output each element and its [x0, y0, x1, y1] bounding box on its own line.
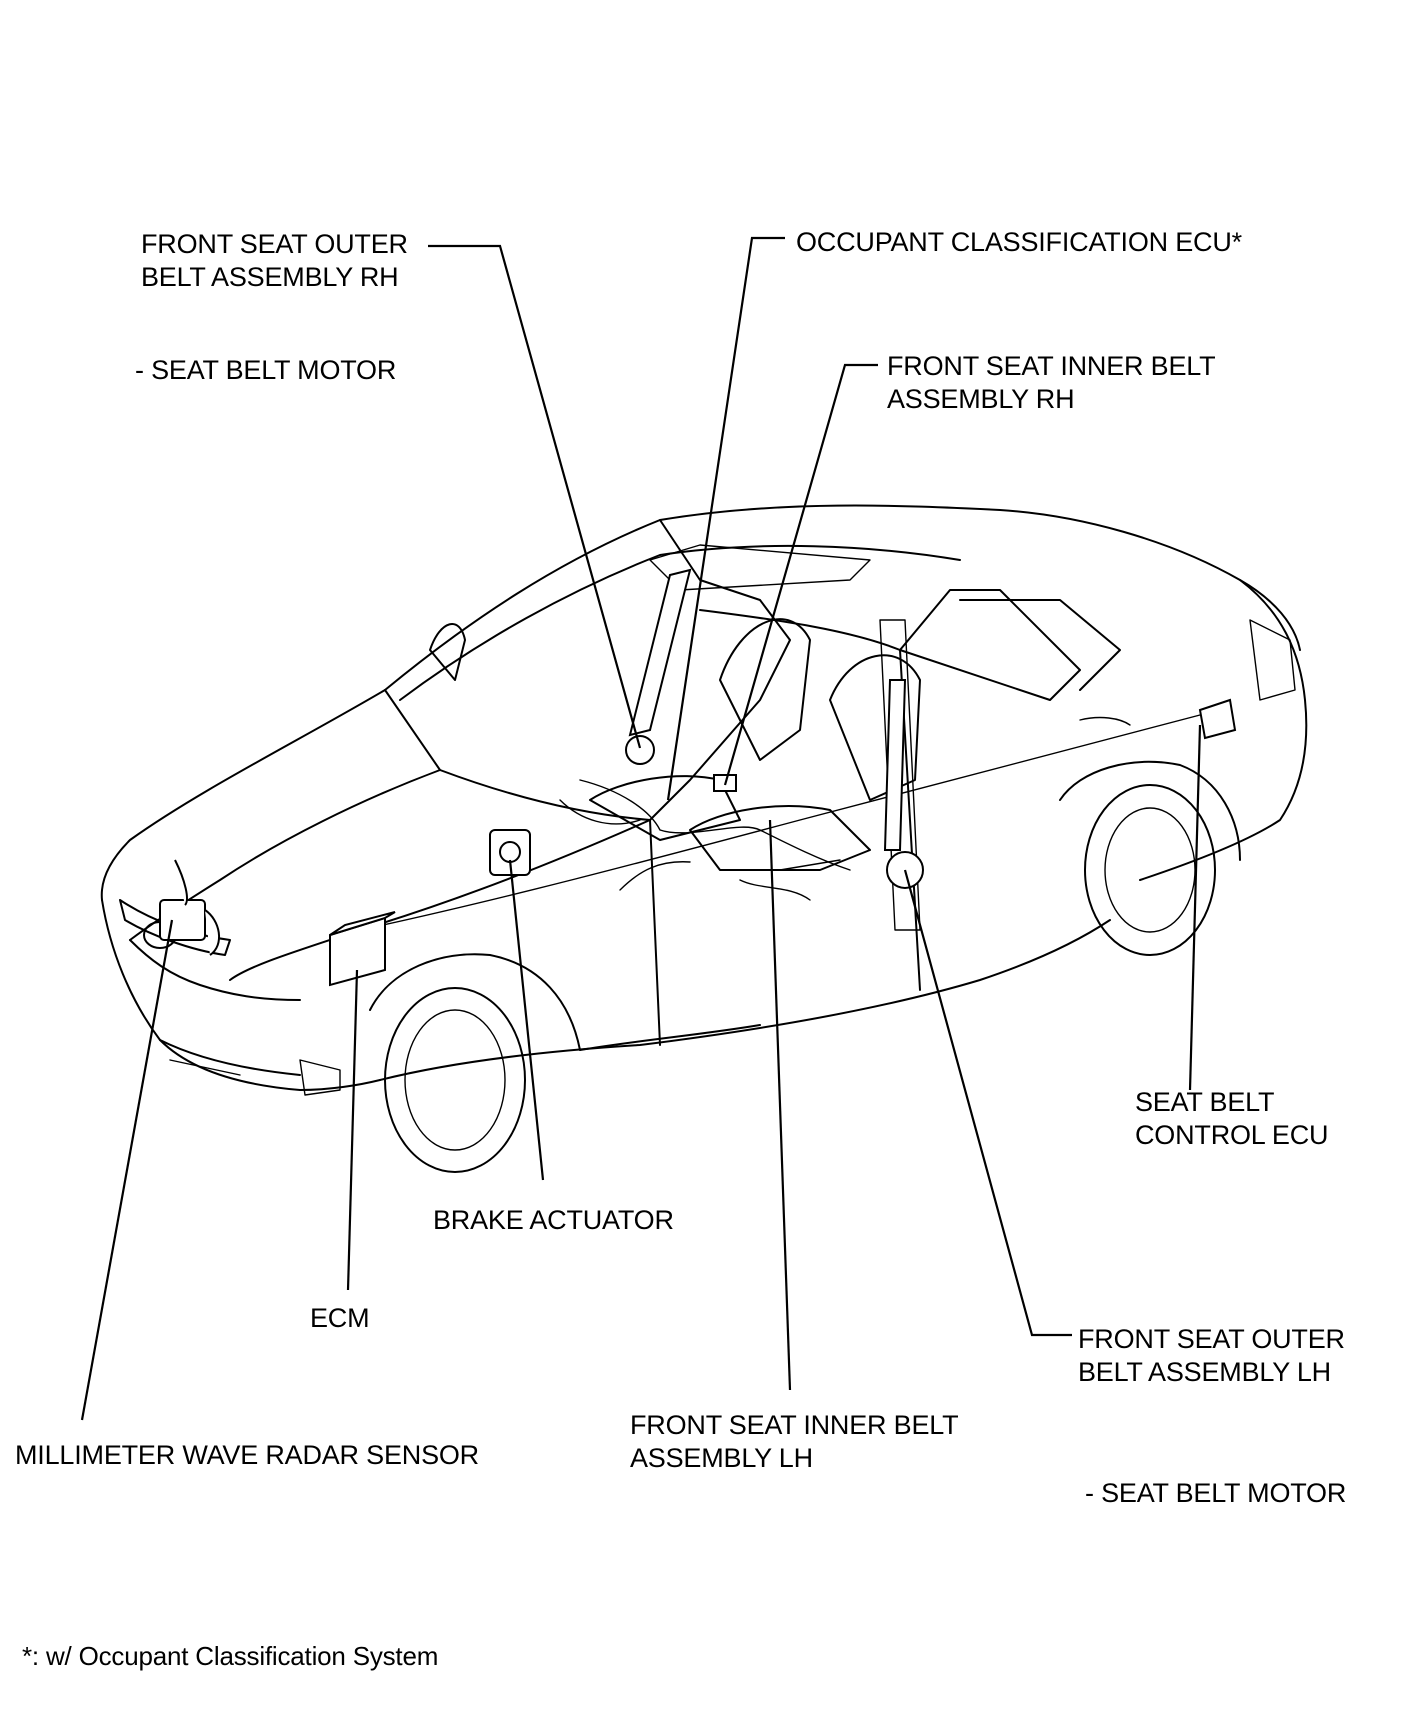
- brake-actuator-icon: [489, 829, 531, 876]
- label-brake-actuator: BRAKE ACTUATOR: [433, 1205, 674, 1235]
- leader-seat-belt-ecu: [1188, 724, 1202, 1091]
- label-front-seat-outer-belt-lh: FRONT SEAT OUTER BELT ASSEMBLY LH: [1078, 1324, 1345, 1387]
- leader-front-inner-rh: [723, 363, 878, 786]
- label-front-seat-outer-belt-rh: FRONT SEAT OUTER BELT ASSEMBLY RH: [141, 229, 408, 292]
- label-seat-belt-control-ecu: SEAT BELT CONTROL ECU: [1135, 1087, 1329, 1150]
- label-seat-belt-motor-lh: - SEAT BELT MOTOR: [1085, 1478, 1347, 1508]
- label-occupant-classification-ecu: OCCUPANT CLASSIFICATION ECU*: [796, 227, 1242, 257]
- footnote: *: w/ Occupant Classification System: [22, 1641, 439, 1671]
- leader-front-inner-lh: [768, 819, 792, 1391]
- leader-front-outer-rh: [428, 244, 642, 749]
- label-front-seat-inner-belt-rh: FRONT SEAT INNER BELT ASSEMBLY RH: [887, 351, 1216, 414]
- front-outer-belt-rh-icon: [625, 568, 692, 765]
- leader-brake-actuator: [508, 859, 545, 1181]
- ecm-icon: [329, 911, 396, 987]
- leader-radar: [80, 919, 174, 1421]
- leader-occupant-ecu: [666, 236, 785, 801]
- label-ecm: ECM: [310, 1303, 370, 1333]
- label-millimeter-wave-radar-sensor: MILLIMETER WAVE RADAR SENSOR: [15, 1440, 479, 1470]
- leader-ecm: [346, 969, 359, 1291]
- label-seat-belt-motor-rh: - SEAT BELT MOTOR: [135, 355, 397, 385]
- seat-belt-control-ecu-icon: [1198, 698, 1237, 740]
- label-front-seat-inner-belt-lh: FRONT SEAT INNER BELT ASSEMBLY LH: [630, 1410, 959, 1473]
- leader-front-outer-lh: [903, 869, 1072, 1337]
